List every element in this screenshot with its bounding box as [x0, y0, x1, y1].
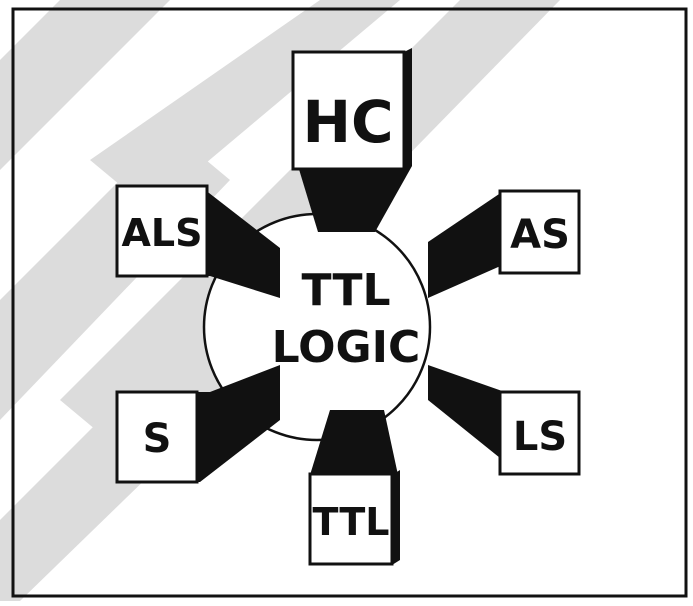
hc-label: HC: [302, 88, 393, 156]
ttl-box-side: [392, 470, 400, 565]
ls-connector: [428, 365, 505, 462]
center-title-line1: TTL: [301, 265, 390, 316]
family-as: AS: [428, 189, 581, 298]
als-label: ALS: [122, 211, 203, 255]
ls-box: [498, 390, 581, 476]
s-box: [115, 390, 199, 484]
as-box: [498, 189, 581, 275]
family-ttl: TTL: [308, 410, 400, 566]
diagram-frame: [11, 7, 688, 598]
as-connector: [428, 190, 505, 298]
hc-box: [291, 50, 406, 171]
hc-connector: [298, 166, 412, 232]
family-ls: LS: [428, 365, 581, 476]
hc-box-side: [404, 48, 412, 170]
family-hc: HC: [291, 48, 412, 232]
family-s: S: [115, 365, 280, 484]
s-label: S: [143, 416, 172, 462]
center-title-line2: LOGIC: [272, 322, 421, 373]
as-label: AS: [510, 212, 570, 258]
watermark-stripe-1: [0, 0, 170, 170]
ttl-box: [308, 472, 394, 566]
ls-label: LS: [513, 414, 567, 460]
ttl-connector: [310, 410, 398, 475]
als-box: [115, 184, 209, 278]
ttl-label: TTL: [313, 500, 390, 544]
family-als: ALS: [115, 184, 280, 298]
